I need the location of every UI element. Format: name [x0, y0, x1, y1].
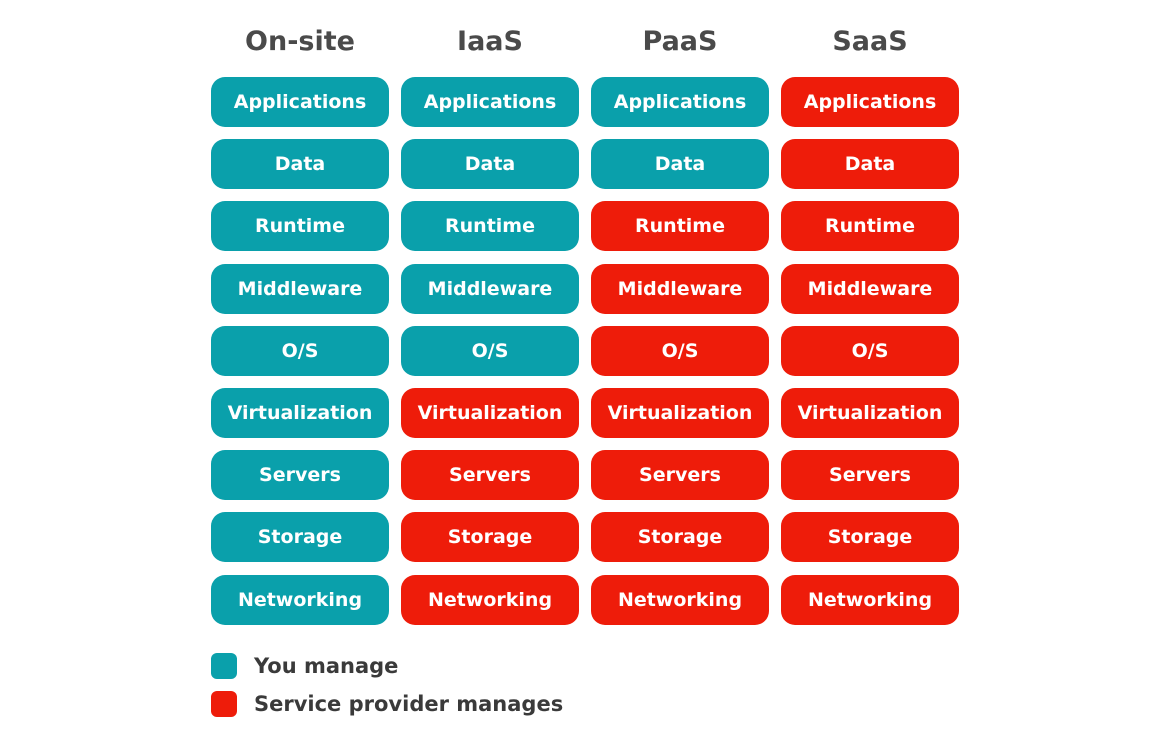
layer-cell-saas-o-s: O/S [781, 326, 959, 376]
layer-cell-on-site-servers: Servers [211, 450, 389, 500]
layer-cell-saas-runtime: Runtime [781, 201, 959, 251]
layer-cell-iaas-o-s: O/S [401, 326, 579, 376]
layer-cell-on-site-middleware: Middleware [211, 264, 389, 314]
layer-cell-on-site-data: Data [211, 139, 389, 189]
layer-cell-paas-middleware: Middleware [591, 264, 769, 314]
layer-cell-paas-virtualization: Virtualization [591, 388, 769, 438]
layer-cell-paas-o-s: O/S [591, 326, 769, 376]
column-header-saas: SaaS [832, 26, 908, 57]
layer-cell-saas-data: Data [781, 139, 959, 189]
layer-cell-iaas-middleware: Middleware [401, 264, 579, 314]
layer-cell-saas-middleware: Middleware [781, 264, 959, 314]
layer-cell-paas-data: Data [591, 139, 769, 189]
layer-cell-iaas-storage: Storage [401, 512, 579, 562]
layer-cell-saas-networking: Networking [781, 575, 959, 625]
layer-cell-saas-servers: Servers [781, 450, 959, 500]
layer-cell-paas-runtime: Runtime [591, 201, 769, 251]
layer-cell-iaas-networking: Networking [401, 575, 579, 625]
layer-cell-iaas-servers: Servers [401, 450, 579, 500]
column-header-on-site: On-site [245, 26, 355, 57]
layer-cell-on-site-virtualization: Virtualization [211, 388, 389, 438]
layer-cell-iaas-data: Data [401, 139, 579, 189]
layer-cell-on-site-applications: Applications [211, 77, 389, 127]
layer-cell-saas-storage: Storage [781, 512, 959, 562]
legend-swatch-you-manage [211, 653, 237, 679]
column-header-paas: PaaS [642, 26, 718, 57]
layer-cell-iaas-runtime: Runtime [401, 201, 579, 251]
layer-cell-saas-virtualization: Virtualization [781, 388, 959, 438]
layer-cell-on-site-networking: Networking [211, 575, 389, 625]
layer-cell-paas-networking: Networking [591, 575, 769, 625]
layer-cell-paas-storage: Storage [591, 512, 769, 562]
legend-swatch-provider-manages [211, 691, 237, 717]
layer-cell-on-site-o-s: O/S [211, 326, 389, 376]
layer-cell-paas-applications: Applications [591, 77, 769, 127]
legend-label-provider-manages: Service provider manages [254, 692, 564, 716]
layer-cell-paas-servers: Servers [591, 450, 769, 500]
layer-cell-saas-applications: Applications [781, 77, 959, 127]
layer-cell-iaas-applications: Applications [401, 77, 579, 127]
layer-cell-on-site-runtime: Runtime [211, 201, 389, 251]
layer-cell-on-site-storage: Storage [211, 512, 389, 562]
column-header-iaas: IaaS [457, 26, 523, 57]
layer-cell-iaas-virtualization: Virtualization [401, 388, 579, 438]
legend-label-you-manage: You manage [254, 654, 399, 678]
